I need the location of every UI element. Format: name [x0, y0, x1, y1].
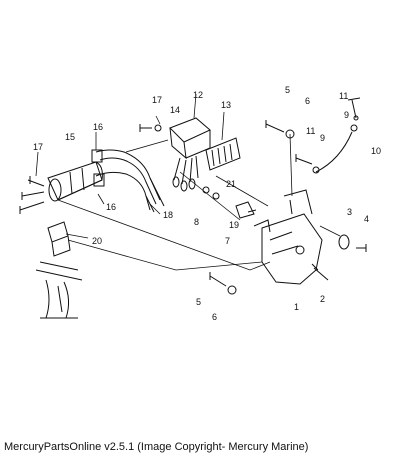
callout-19: 19 — [229, 220, 239, 230]
mounting-bracket-part[interactable] — [253, 219, 271, 233]
leader-lines — [35, 93, 341, 271]
rectifier-part[interactable] — [205, 137, 241, 171]
callout-11a: 11 — [339, 91, 348, 101]
ground-wire-part[interactable] — [295, 97, 361, 174]
copyright-footer: MercuryPartsOnline v2.5.1 (Image Copyrig… — [4, 441, 309, 453]
callout-1: 1 — [294, 302, 299, 312]
lower-screw-part[interactable] — [209, 272, 237, 295]
callout-9b: 9 — [320, 133, 325, 143]
grommet-part[interactable] — [338, 234, 367, 252]
callout-17a: 17 — [152, 95, 162, 105]
callout-8: 8 — [194, 217, 199, 227]
callout-21: 21 — [226, 179, 236, 189]
callout-16a: 16 — [93, 122, 103, 132]
callout-13: 13 — [221, 100, 231, 110]
callout-12: 12 — [193, 90, 203, 100]
ignition-coil-part[interactable] — [47, 161, 103, 202]
mount-sketch — [35, 261, 83, 319]
callout-15: 15 — [65, 132, 75, 142]
callout-6a: 6 — [305, 96, 310, 106]
callout-20: 20 — [92, 236, 102, 246]
screw-part[interactable] — [19, 176, 45, 214]
callout-17b: 17 — [33, 142, 43, 152]
callout-7: 7 — [225, 236, 230, 246]
stator-plate-part[interactable] — [261, 189, 323, 285]
callout-5a: 5 — [285, 85, 290, 95]
callout-14: 14 — [170, 105, 180, 115]
coil-bracket-part[interactable] — [47, 221, 71, 257]
callout-18: 18 — [163, 210, 173, 220]
callout-10: 10 — [371, 146, 381, 156]
callout-16b: 16 — [106, 202, 116, 212]
callout-labels: 1 2 3 4 5 5 6 6 7 8 9 9 10 11 11 12 13 1… — [33, 85, 381, 322]
callout-5b: 5 — [196, 297, 201, 307]
callout-3: 3 — [347, 207, 352, 217]
callout-11b: 11 — [306, 126, 315, 136]
screw-part-2[interactable] — [311, 263, 329, 281]
exploded-parts-diagram: 1 2 3 4 5 5 6 6 7 8 9 9 10 11 11 12 13 1… — [19, 85, 381, 322]
callout-6b: 6 — [212, 312, 217, 322]
callout-2: 2 — [320, 294, 325, 304]
terminal-part[interactable] — [202, 186, 257, 219]
callout-4: 4 — [364, 214, 369, 224]
washer-part[interactable] — [139, 124, 162, 132]
callout-9a: 9 — [344, 110, 349, 120]
